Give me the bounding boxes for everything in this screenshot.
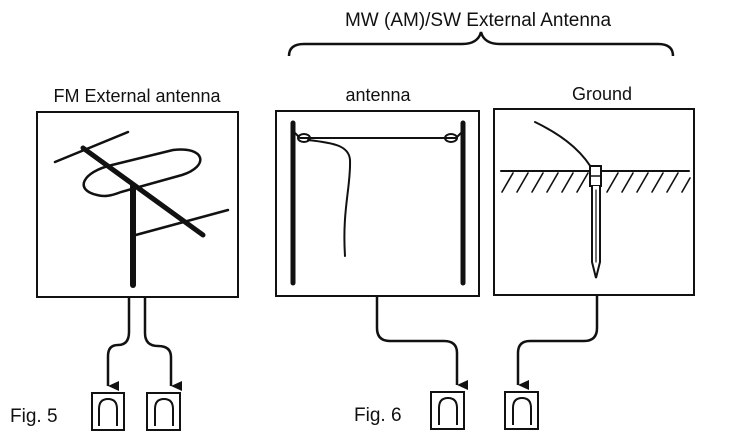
fm-wire-right — [143, 297, 182, 391]
wire-antenna-icon — [290, 120, 466, 286]
fm-panel-label: FM External antenna — [53, 86, 221, 106]
fm-wire-left — [106, 297, 131, 391]
brace-icon — [287, 31, 675, 57]
terminal-icon — [504, 391, 539, 430]
terminal-icon — [430, 391, 465, 430]
ground-panel-label: Ground — [572, 84, 632, 104]
fig6-label: Fig. 6 — [354, 405, 402, 426]
terminal-icon — [146, 392, 181, 431]
antenna-wire — [375, 296, 468, 390]
ground-wire — [516, 295, 599, 390]
group-title: MW (AM)/SW External Antenna — [345, 10, 612, 31]
ground-panel — [493, 108, 695, 296]
terminal-icon — [91, 392, 125, 431]
wire-antenna-panel — [275, 110, 480, 297]
ground-stake-icon — [500, 121, 691, 279]
fm-antenna-panel — [36, 111, 239, 298]
yagi-antenna-icon — [53, 130, 230, 288]
connection-wires — [106, 295, 599, 391]
fig5-label: Fig. 5 — [10, 406, 58, 427]
antenna-panel-label: antenna — [345, 85, 411, 105]
